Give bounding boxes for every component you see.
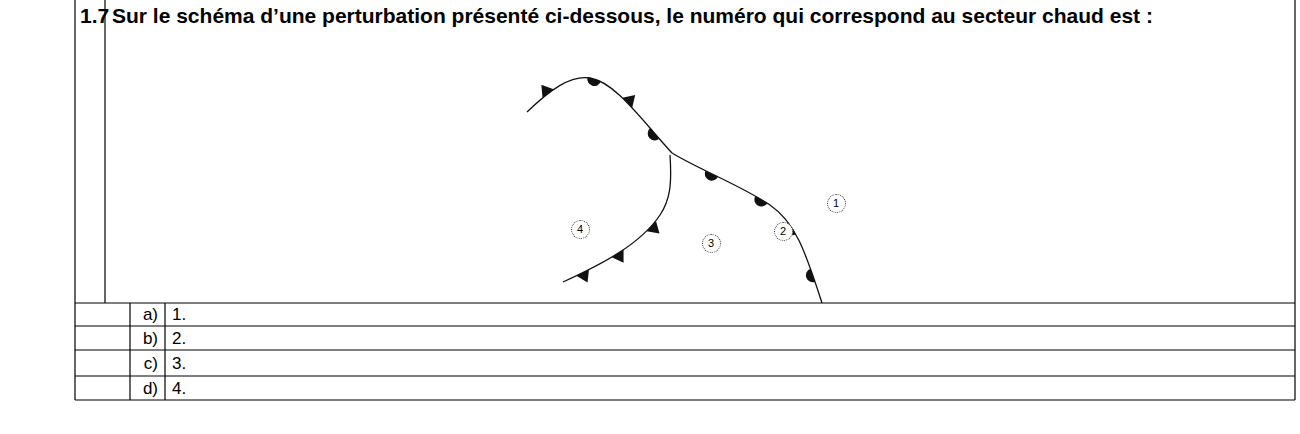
question-text: Sur le schéma d’une perturbation présent… (112, 4, 1287, 28)
table-grid (75, 0, 1295, 400)
callout-number: 3 (708, 238, 714, 249)
cold-front-triangle (541, 85, 553, 98)
warm-front-semicircle (587, 77, 601, 86)
cold-front-triangle (647, 221, 660, 234)
question-text: 1.7 (80, 4, 109, 28)
warm-front-semicircle (648, 128, 660, 140)
answer-text: 1. (172, 305, 186, 325)
answer-text: a) (143, 305, 158, 325)
warm-front-semicircle (705, 171, 718, 181)
answer-text: 3. (172, 354, 186, 374)
warm-front-semicircle (806, 269, 815, 283)
answer-text: 4. (172, 379, 186, 399)
callout-number: 2 (780, 226, 786, 237)
callout-number: 4 (577, 224, 583, 235)
answer-text: 2. (172, 329, 186, 349)
zone-number-circle: 1 (827, 194, 846, 213)
zone-number-circle: 2 (774, 222, 793, 241)
cold-front-triangle (612, 250, 624, 263)
cold-front-triangle (622, 95, 635, 108)
warm-front-semicircle (754, 196, 767, 207)
zone-number-circle: 4 (571, 220, 590, 239)
cold-front-triangle (576, 270, 589, 283)
front-lines (527, 78, 822, 303)
answer-text: d) (143, 379, 158, 399)
callout-number: 1 (833, 198, 839, 209)
zone-number-circle: 3 (702, 234, 721, 253)
front-symbols (541, 77, 815, 283)
answer-text: b) (143, 329, 158, 349)
answer-text: c) (144, 354, 158, 374)
